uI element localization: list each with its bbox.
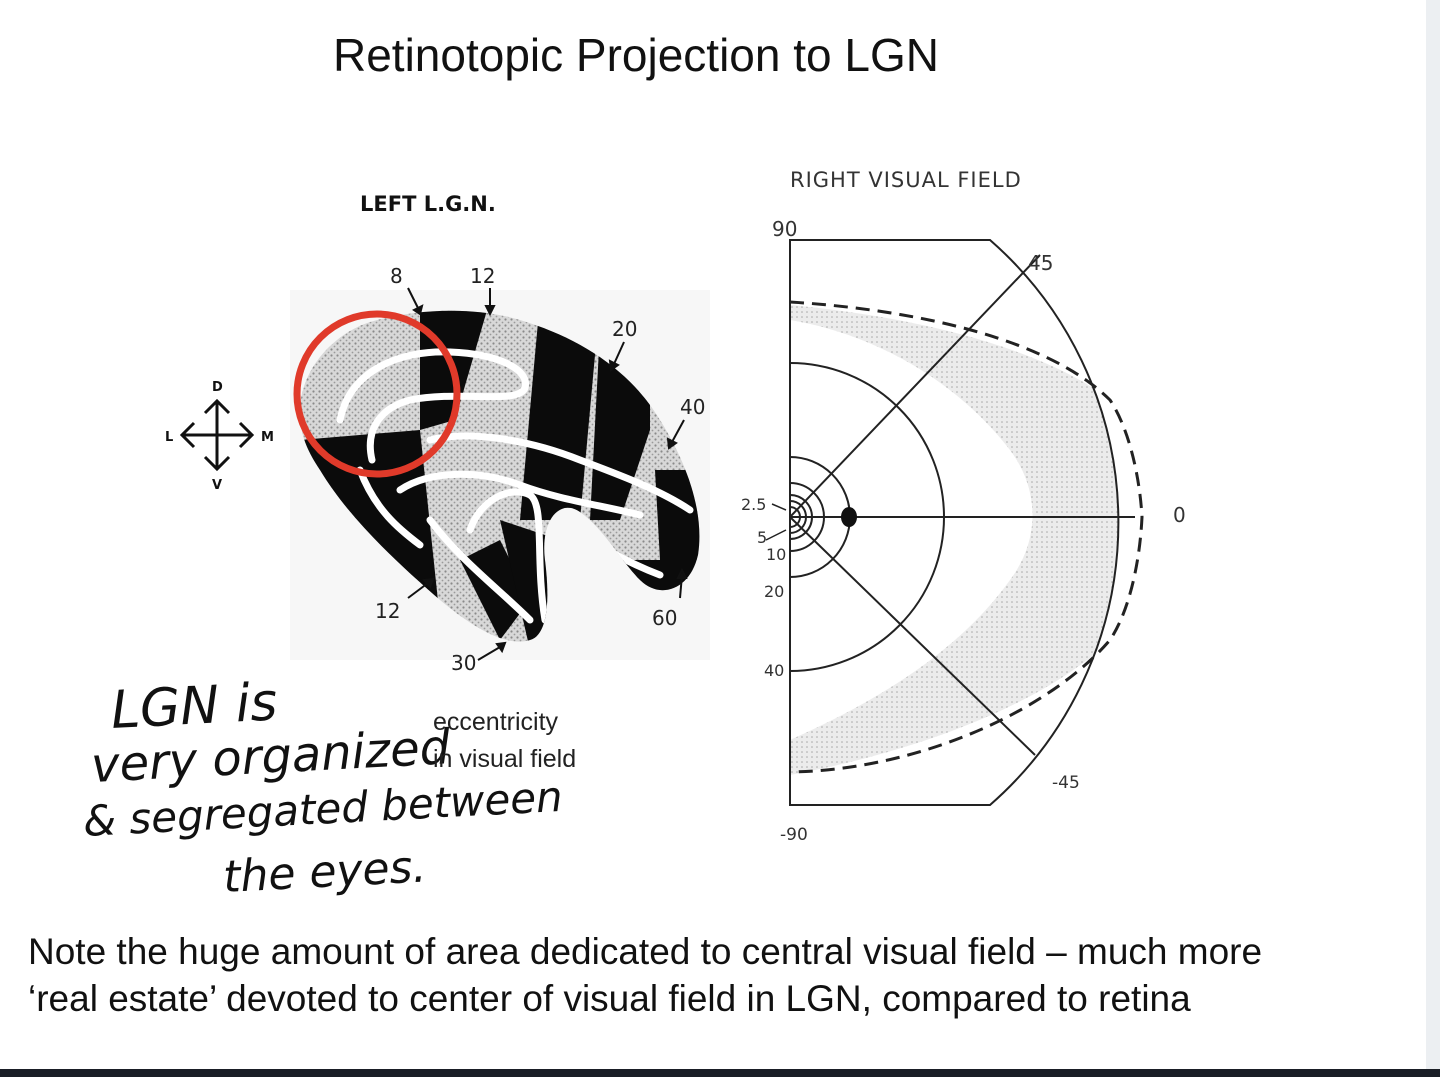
angle-label-minus-90: -90: [780, 825, 808, 845]
eccentricity-label-20: 20: [764, 582, 784, 601]
central-field-highlight-circle: [293, 310, 461, 478]
compass-dorsal-label: D: [212, 380, 223, 395]
bottom-bar: [0, 1069, 1440, 1077]
compass-medial-label: M: [261, 430, 274, 445]
visual-field-outline: [789, 239, 1120, 806]
caption-line-2: in visual field: [433, 745, 577, 773]
lgn-diagram: [290, 290, 710, 660]
orientation-compass: D V L M: [165, 380, 274, 493]
lgn-label-20: 20: [612, 317, 637, 341]
eccentricity-arrows: [765, 503, 787, 541]
handwritten-line-4: the eyes.: [222, 841, 428, 903]
slide-note: Note the huge amount of area dedicated t…: [28, 928, 1418, 1022]
caption-line-1: eccentricity: [433, 708, 559, 736]
angle-label-0: 0: [1173, 503, 1186, 527]
compass-lateral-label: L: [165, 430, 173, 445]
slide-title: Retinotopic Projection to LGN: [333, 29, 939, 81]
eccentricity-caption: eccentricity in visual field: [433, 704, 576, 778]
blind-spot: [841, 507, 857, 527]
visual-field-diagram: [765, 239, 1144, 806]
eccentricity-label-40: 40: [764, 661, 784, 680]
angle-label-45: 45: [1028, 251, 1053, 275]
lgn-label-30: 30: [451, 651, 476, 675]
handwritten-line-1: LGN is: [110, 672, 279, 741]
lgn-label-12-bottom: 12: [375, 599, 400, 623]
lgn-label-12-top: 12: [470, 264, 495, 288]
eccentricity-label-10: 10: [766, 545, 786, 564]
visual-field-heading: RIGHT VISUAL FIELD: [790, 168, 1022, 192]
lgn-label-arrows: [407, 287, 688, 661]
angle-label-minus-45: -45: [1052, 773, 1080, 793]
eccentricity-label-5: 5: [757, 528, 767, 547]
lgn-heading: LEFT L.G.N.: [360, 192, 496, 216]
monocular-crescent: [790, 305, 1119, 775]
slide-edge: [1426, 0, 1440, 1077]
compass-ventral-label: V: [212, 478, 222, 493]
note-line-2: ‘real estate’ devoted to center of visua…: [28, 978, 1191, 1019]
lgn-label-60: 60: [652, 606, 677, 630]
lgn-label-40: 40: [680, 395, 705, 419]
binocular-boundary-dashed: [789, 300, 1144, 774]
lgn-label-8: 8: [390, 264, 403, 288]
eccentricity-label-2-5: 2.5: [741, 495, 766, 514]
note-line-1: Note the huge amount of area dedicated t…: [28, 931, 1263, 972]
angle-label-90: 90: [772, 217, 797, 241]
